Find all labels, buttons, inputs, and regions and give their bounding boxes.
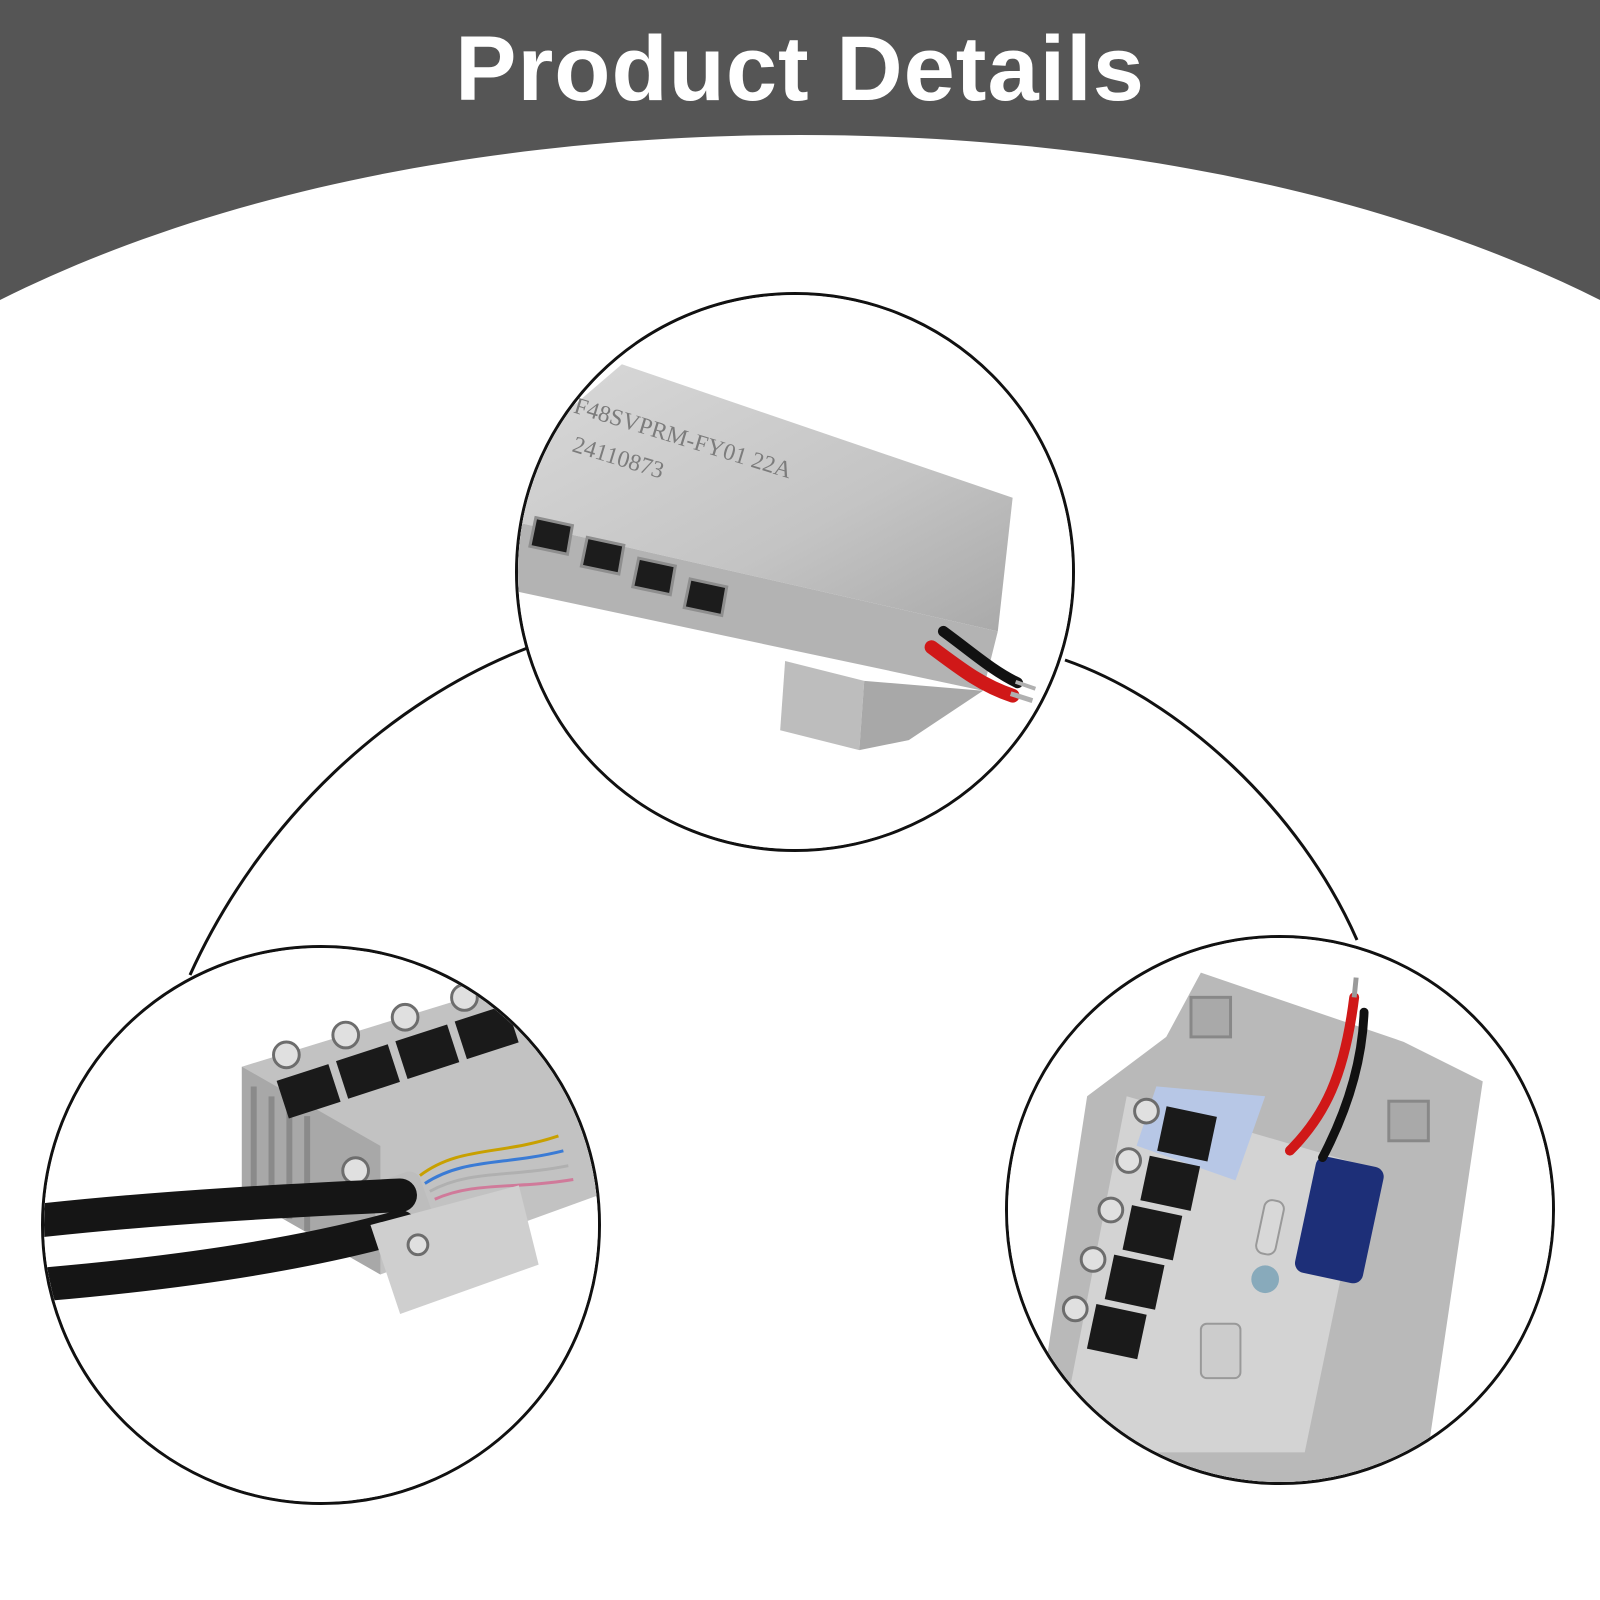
circuit-board-illustration: [1008, 938, 1552, 1482]
detail-photo-heatsink-cables: [41, 945, 601, 1505]
detail-photo-housing-end: F48SVPRM-FY01 22A 24110873: [515, 292, 1075, 852]
page-title: Product Details: [455, 18, 1145, 120]
housing-end-illustration: F48SVPRM-FY01 22A 24110873: [518, 295, 1072, 849]
heatsink-cables-illustration: [44, 948, 598, 1502]
detail-photo-circuit-board: [1005, 935, 1555, 1485]
header-banner: [0, 0, 1600, 300]
